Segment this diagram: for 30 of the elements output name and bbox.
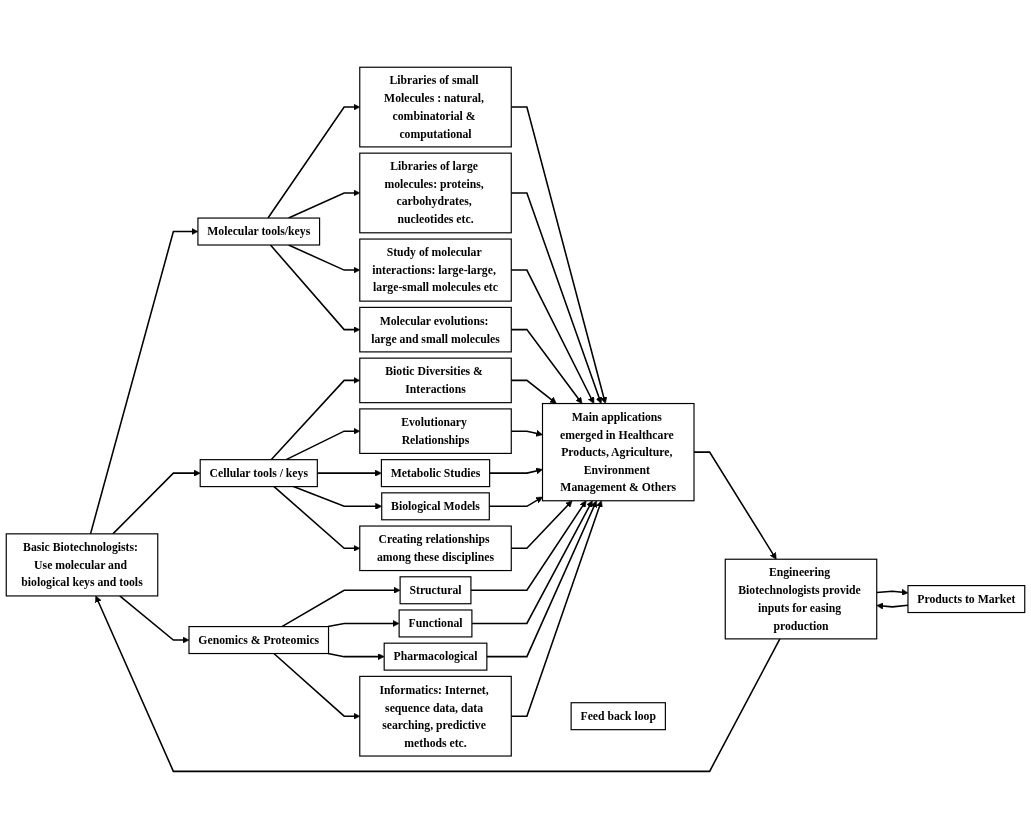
arrow [281,587,401,628]
node-box: Biotic Diversities & Interactions [359,357,512,404]
node-box: Functional [398,609,473,638]
arrow [95,595,781,773]
node-box: Molecular evolutions: large and small molecules [359,307,512,353]
node-box: Libraries of small Molecules : natural, combinatorial & computational [359,66,512,148]
arrow [89,228,199,535]
node-box: Evolutionary Relationships [359,408,512,455]
node-box: Feed back loop [570,702,666,731]
node-box: Metabolic Studies [380,459,491,488]
node-box: Creating relationships among these disciplines [359,525,512,572]
node-box: Cellular tools / keys [199,459,318,488]
arrow [112,469,201,535]
node-box: Informatics: Internet, sequence data, data searching, predictive methods etc. [359,676,512,757]
node-box: Libraries of large molecules: proteins, carbohydrates, nucleotides etc. [359,152,512,234]
arrow [470,500,587,592]
arrow [327,620,400,628]
node-box: Products to Market [907,585,1026,614]
node-box: Biological Models [381,492,490,521]
arrow [486,500,598,658]
arrow [327,652,385,661]
node-box: Study of molecular interactions: large-large, large-small molecules etc [359,238,512,302]
node-box: Pharmacological [383,642,488,671]
node-box: Structural [399,576,472,605]
arrow [471,500,593,625]
node-box: Basic Biotechnologists: Use molecular and biological keys and tools [5,533,159,597]
node-box: Genomics & Proteomics [188,626,330,655]
node-box: Main applications emerged in Healthcare Products, Agriculture, Environment Management & Others [541,403,695,502]
node-box: Molecular tools/keys [197,217,321,246]
node-box: Engineering Biotechnologists provide inputs for easing production [724,558,878,640]
